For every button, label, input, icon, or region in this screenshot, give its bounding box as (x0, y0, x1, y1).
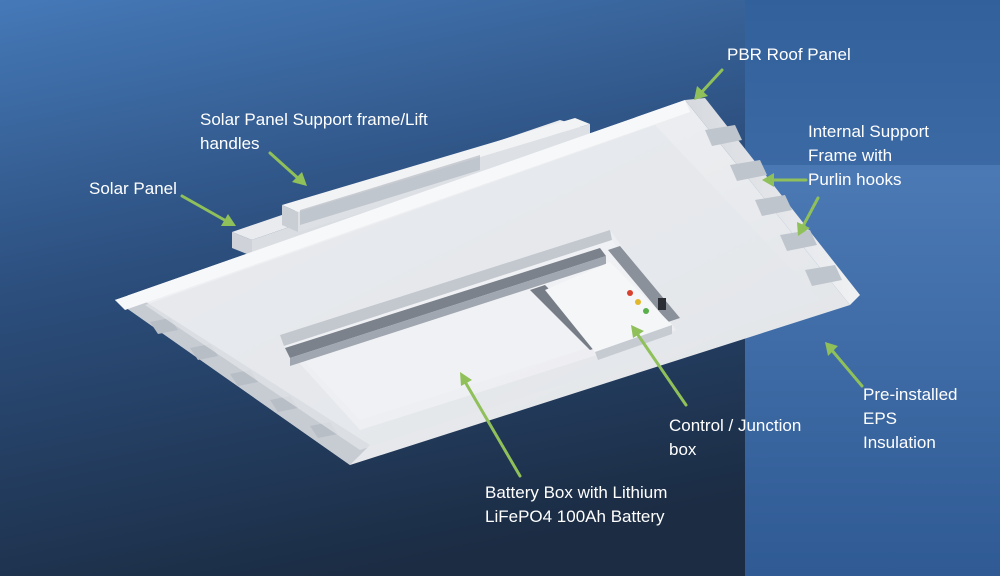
label-internal-frame: Internal Support Frame with Purlin hooks (808, 122, 929, 189)
pointer-arrows (180, 68, 864, 478)
yellow-led (635, 299, 641, 305)
arrow-solar-panel (180, 194, 236, 226)
label-support-frame: Solar Panel Support frame/Lift handles (200, 110, 428, 153)
label-pbr-roof-panel: PBR Roof Panel (727, 45, 851, 64)
red-led (627, 290, 633, 296)
label-eps-insulation: Pre-installed EPS Insulation (863, 385, 958, 452)
arrow-eps-insulation (825, 342, 864, 388)
arrow-support-frame (268, 151, 307, 186)
support-frame-lift-handles (282, 118, 590, 232)
arrow-control-box (631, 325, 688, 407)
label-solar-panel: Solar Panel (89, 179, 177, 198)
arrow-purlin-hooks (797, 196, 820, 236)
green-led (643, 308, 649, 314)
arrow-pbr-roof-panel (694, 68, 724, 100)
label-battery-box: Battery Box with Lithium LiFePO4 100Ah B… (485, 483, 668, 526)
label-control-box: Control / Junction box (669, 416, 802, 459)
arrow-battery-box (460, 372, 522, 478)
arrow-internal-frame (762, 173, 808, 187)
